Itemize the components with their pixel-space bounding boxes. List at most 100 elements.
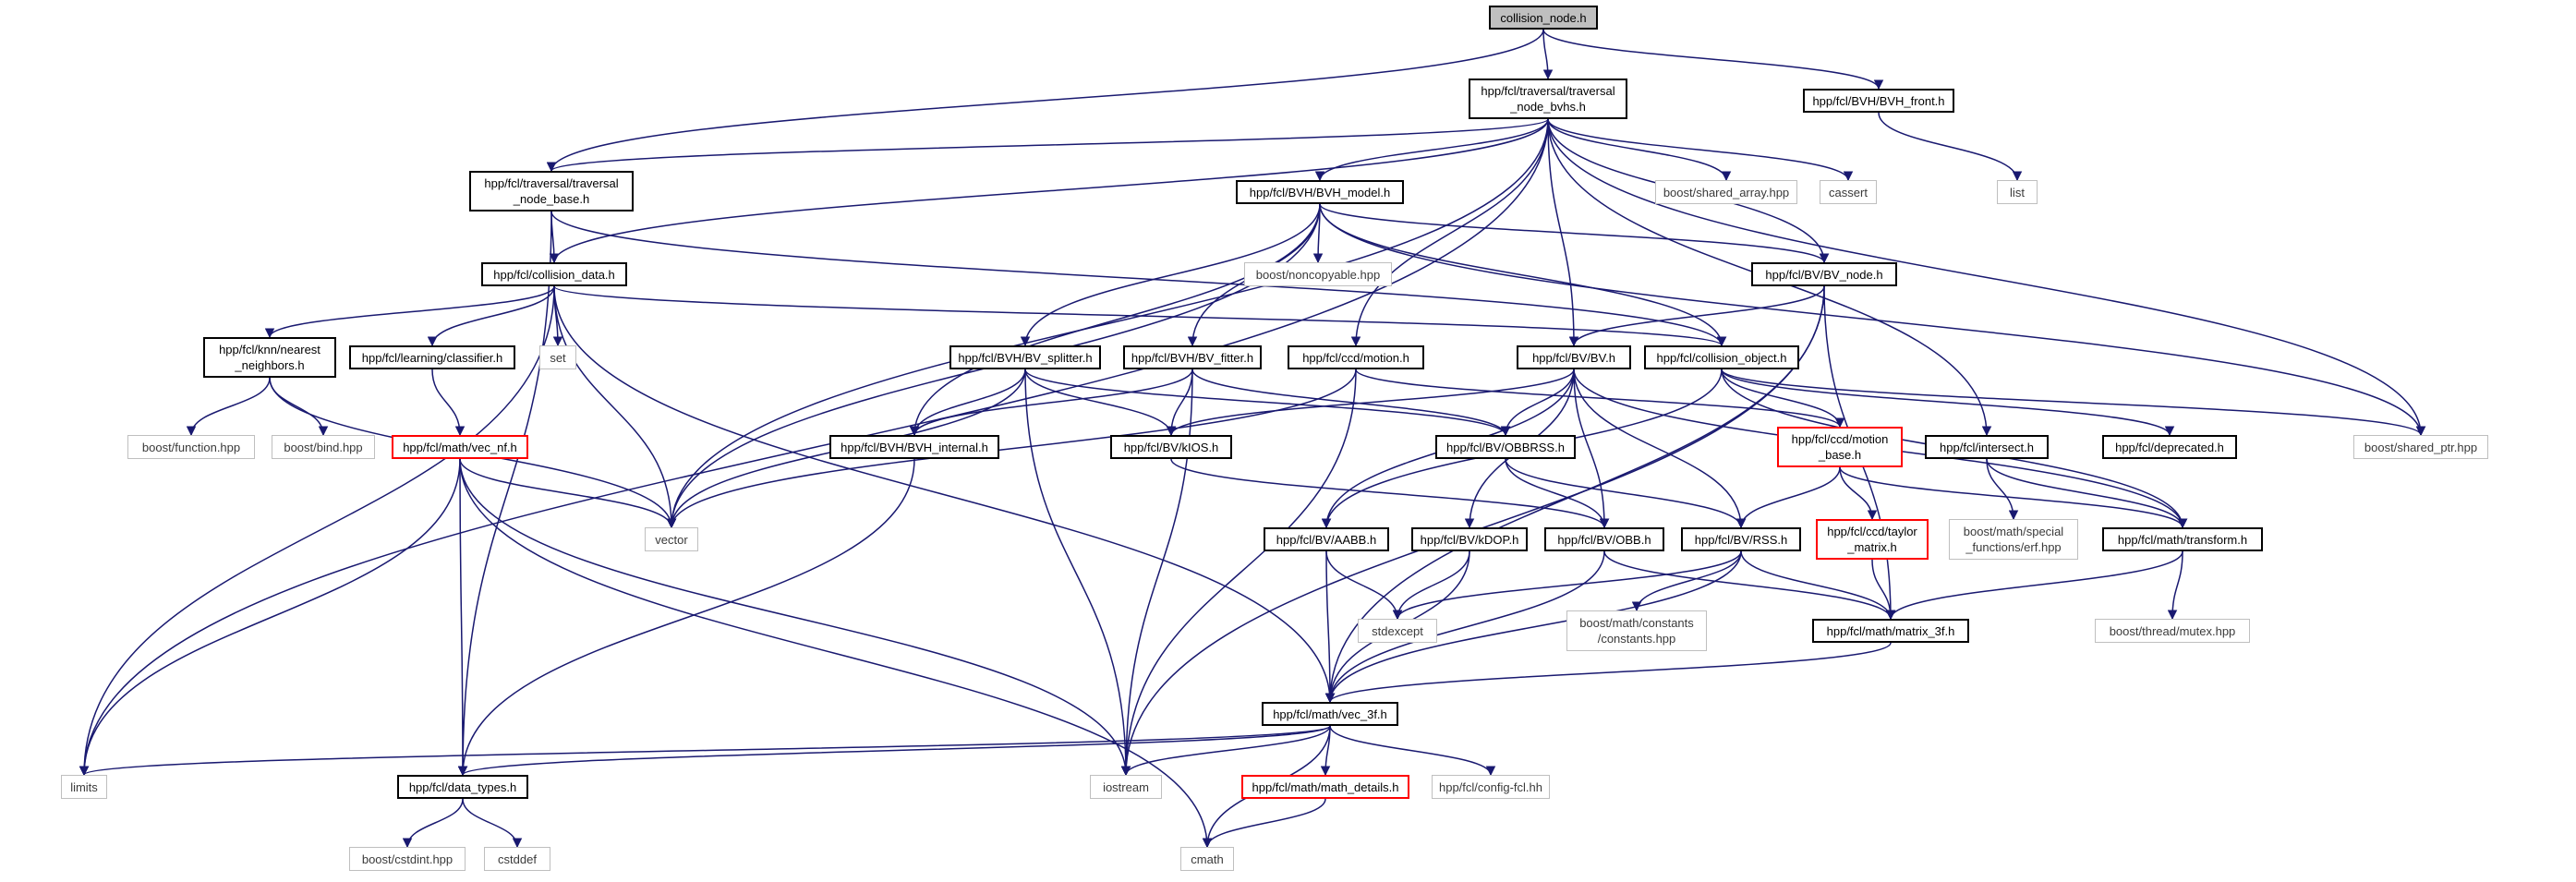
edge-transform-to-mutex bbox=[2167, 550, 2183, 621]
node-ccd-motion[interactable]: hpp/fcl/ccd/motion.h bbox=[1288, 345, 1424, 369]
edge-ccd_motion-to-iostream bbox=[1120, 369, 1357, 777]
node-boost-function: boost/function.hpp bbox=[127, 435, 255, 459]
edge-traversal_node_base-to-data_types bbox=[457, 211, 552, 777]
node-set: set bbox=[539, 345, 576, 369]
node-vec-3f[interactable]: hpp/fcl/math/vec_3f.h bbox=[1262, 702, 1398, 726]
node-boost-shared-ptr: boost/shared_ptr.hpp bbox=[2353, 435, 2488, 459]
edge-knn_nearest_neighbors-to-boost_bind bbox=[269, 377, 329, 437]
node-cstddef: cstddef bbox=[484, 847, 550, 871]
node-obbrss[interactable]: hpp/fcl/BV/OBBRSS.h bbox=[1435, 435, 1576, 459]
node-classifier[interactable]: hpp/fcl/learning/classifier.h bbox=[349, 345, 515, 369]
node-knn-nearest-neighbors[interactable]: hpp/fcl/knn/nearest _neighbors.h bbox=[203, 337, 336, 378]
edge-vec_3f-to-limits bbox=[79, 725, 1331, 777]
edge-bv-to-kios bbox=[1166, 369, 1575, 437]
edge-bv_fitter-to-obbrss bbox=[1191, 369, 1511, 437]
node-matrix-3f[interactable]: hpp/fcl/math/matrix_3f.h bbox=[1812, 619, 1969, 643]
edge-obb-to-vec_3f bbox=[1324, 550, 1605, 704]
edge-traversal_node_bvhs-to-ccd_motion bbox=[1350, 118, 1549, 347]
edge-rss-to-stdexcept bbox=[1392, 550, 1742, 621]
node-kios[interactable]: hpp/fcl/BV/kIOS.h bbox=[1110, 435, 1232, 459]
edge-vec_3f-to-iostream bbox=[1120, 725, 1331, 777]
edge-bv_splitter-to-bvh_internal bbox=[909, 369, 1026, 437]
edge-bvh_model-to-bvh_internal bbox=[909, 203, 1321, 437]
node-bv-splitter[interactable]: hpp/fcl/BVH/BV_splitter.h bbox=[949, 345, 1101, 369]
edge-traversal_node_bvhs-to-cassert bbox=[1547, 118, 1854, 182]
edge-intersect-to-erf bbox=[1986, 458, 2019, 521]
edge-ccd_motion-to-vector bbox=[666, 369, 1357, 529]
edge-data_types-to-cstddef bbox=[462, 798, 523, 849]
edge-obbrss-to-obb bbox=[1505, 458, 1610, 529]
edge-traversal_node_bvhs-to-traversal_node_base bbox=[547, 118, 1549, 173]
edge-traversal_node_bvhs-to-bvh_model bbox=[1314, 118, 1549, 182]
edge-collision_data-to-collision_object bbox=[553, 285, 1726, 347]
node-bv-node[interactable]: hpp/fcl/BV/BV_node.h bbox=[1751, 262, 1897, 286]
edge-bvh_front-to-list bbox=[1878, 112, 2023, 182]
node-bv-fitter[interactable]: hpp/fcl/BVH/BV_fitter.h bbox=[1123, 345, 1262, 369]
edge-obbrss-to-rss bbox=[1505, 458, 1747, 529]
edge-collision_data-to-vector bbox=[553, 285, 677, 529]
node-transform[interactable]: hpp/fcl/math/transform.h bbox=[2102, 527, 2263, 551]
edge-intersect-to-transform bbox=[1986, 458, 2188, 529]
edge-kios-to-obb bbox=[1170, 458, 1610, 529]
node-traversal-node-base[interactable]: hpp/fcl/traversal/traversal _node_base.h bbox=[469, 171, 634, 211]
edge-vec_nf-to-cmath bbox=[459, 458, 1213, 849]
edge-rss-to-matrix_3f bbox=[1740, 550, 1896, 621]
edge-vec_nf-to-limits bbox=[79, 458, 461, 777]
node-shared-array: boost/shared_array.hpp bbox=[1655, 180, 1797, 204]
edge-math_details-to-cmath bbox=[1202, 798, 1326, 849]
node-rss[interactable]: hpp/fcl/BV/RSS.h bbox=[1681, 527, 1801, 551]
node-collision-node: collision_node.h bbox=[1489, 6, 1598, 30]
edge-kdop-to-stdexcept bbox=[1392, 550, 1470, 621]
node-deprecated[interactable]: hpp/fcl/deprecated.h bbox=[2102, 435, 2237, 459]
node-obb[interactable]: hpp/fcl/BV/OBB.h bbox=[1544, 527, 1664, 551]
node-vec-nf[interactable]: hpp/fcl/math/vec_nf.h bbox=[392, 435, 528, 459]
node-math-details[interactable]: hpp/fcl/math/math_details.h bbox=[1241, 775, 1409, 799]
node-list: list bbox=[1997, 180, 2038, 204]
node-iostream: iostream bbox=[1090, 775, 1162, 799]
edge-data_types-to-cstdint bbox=[402, 798, 464, 849]
node-aabb[interactable]: hpp/fcl/BV/AABB.h bbox=[1264, 527, 1389, 551]
node-vector: vector bbox=[645, 527, 698, 551]
node-bvh-internal[interactable]: hpp/fcl/BVH/BVH_internal.h bbox=[829, 435, 999, 459]
edge-vec_nf-to-iostream bbox=[459, 458, 1131, 777]
edge-rss-to-vec_3f bbox=[1324, 550, 1742, 704]
edge-collision_node-to-traversal_node_base bbox=[546, 29, 1544, 173]
node-collision-data[interactable]: hpp/fcl/collision_data.h bbox=[481, 262, 627, 286]
edge-bv_splitter-to-obbrss bbox=[1024, 369, 1511, 437]
node-intersect[interactable]: hpp/fcl/intersect.h bbox=[1925, 435, 2049, 459]
node-taylor-matrix[interactable]: hpp/fcl/ccd/taylor _matrix.h bbox=[1816, 519, 1929, 560]
edge-matrix_3f-to-vec_3f bbox=[1324, 642, 1892, 704]
edge-bv-to-obb bbox=[1573, 369, 1610, 529]
edge-vec_3f-to-data_types bbox=[458, 725, 1331, 777]
node-bvh-front[interactable]: hpp/fcl/BVH/BVH_front.h bbox=[1803, 89, 1954, 113]
node-data-types[interactable]: hpp/fcl/data_types.h bbox=[397, 775, 528, 799]
edge-traversal_node_base-to-collision_object bbox=[550, 211, 1727, 347]
node-bvh-model[interactable]: hpp/fcl/BVH/BVH_model.h bbox=[1236, 180, 1404, 204]
node-traversal-node-bvhs[interactable]: hpp/fcl/traversal/traversal _node_bvhs.h bbox=[1469, 79, 1627, 119]
edge-vec_nf-to-data_types bbox=[457, 458, 468, 777]
edge-classifier-to-vec_nf bbox=[431, 369, 466, 437]
edge-vec_nf-to-vector bbox=[459, 458, 677, 529]
edge-knn_nearest_neighbors-to-boost_function bbox=[186, 377, 271, 437]
edge-ccd_motion_base-to-transform bbox=[1839, 466, 2188, 529]
edge-bvh_model-to-boost_shared_ptr bbox=[1319, 203, 2426, 437]
node-noncopyable: boost/noncopyable.hpp bbox=[1244, 262, 1392, 286]
edge-bv_splitter-to-kios bbox=[1024, 369, 1177, 437]
node-constants: boost/math/constants /constants.hpp bbox=[1566, 610, 1707, 651]
node-erf: boost/math/special _functions/erf.hpp bbox=[1949, 519, 2078, 560]
edge-bv-to-obbrss bbox=[1500, 369, 1575, 437]
node-cassert: cassert bbox=[1820, 180, 1877, 204]
node-kdop[interactable]: hpp/fcl/BV/kDOP.h bbox=[1411, 527, 1528, 551]
edge-obb-to-matrix_3f bbox=[1603, 550, 1896, 621]
node-bv[interactable]: hpp/fcl/BV/BV.h bbox=[1517, 345, 1631, 369]
edge-bv_splitter-to-iostream bbox=[1024, 369, 1131, 777]
edge-aabb-to-stdexcept bbox=[1325, 550, 1403, 621]
node-config-fcl: hpp/fcl/config-fcl.hh bbox=[1432, 775, 1550, 799]
node-ccd-motion-base[interactable]: hpp/fcl/ccd/motion _base.h bbox=[1777, 427, 1903, 467]
edge-transform-to-matrix_3f bbox=[1885, 550, 2183, 621]
node-collision-object[interactable]: hpp/fcl/collision_object.h bbox=[1644, 345, 1799, 369]
edge-collision_object-to-ccd_motion_base bbox=[1721, 369, 1845, 429]
edge-aabb-to-vec_3f bbox=[1324, 550, 1336, 704]
node-stdexcept: stdexcept bbox=[1358, 619, 1437, 643]
edge-bvh_model-to-collision_object bbox=[1319, 203, 1727, 347]
